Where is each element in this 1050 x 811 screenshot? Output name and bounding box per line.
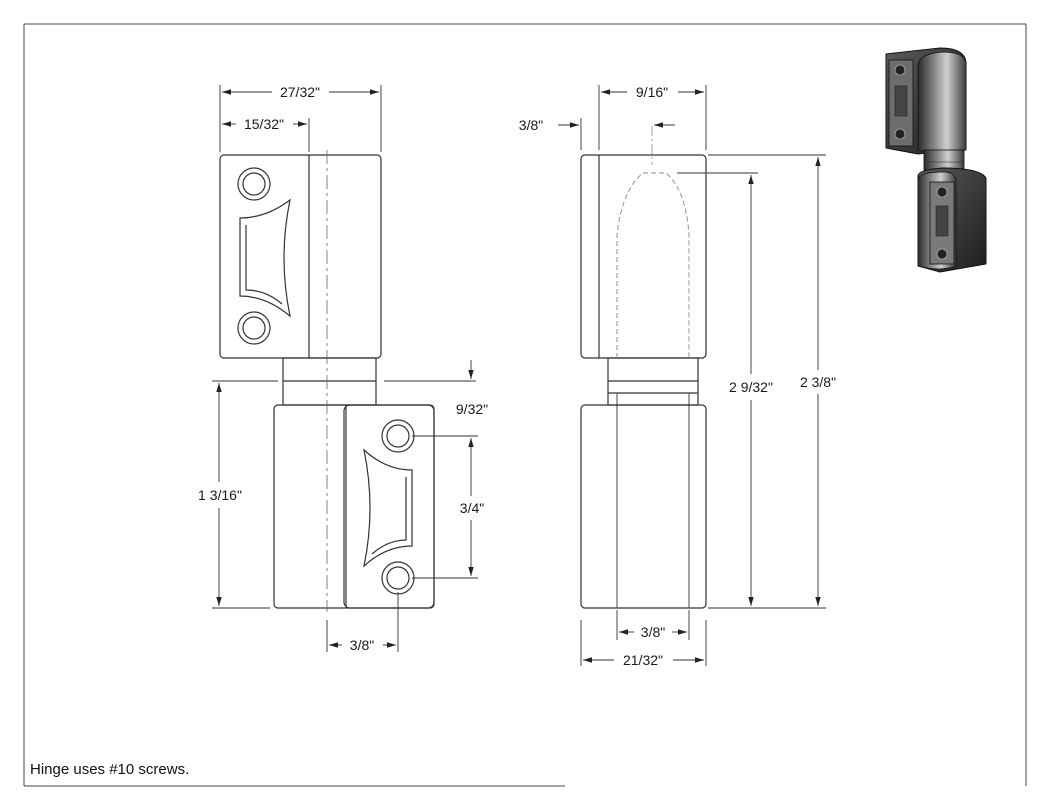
screw-hole: [237, 311, 271, 345]
side-upper-body: [580, 154, 707, 359]
dim-front-total-width: 27/32": [280, 84, 320, 100]
leaf-recess: [363, 448, 413, 568]
dim-side-bottom-inner: 3/8": [641, 624, 665, 640]
hinge-isometric-render: [885, 47, 987, 273]
dim-side-total-height: 2 3/8": [800, 374, 836, 390]
screw-hole: [237, 167, 271, 201]
front-view: [219, 150, 435, 612]
dim-side-offset-top: 3/8": [519, 117, 543, 133]
side-view: [580, 126, 707, 609]
upper-knuckle-body: [219, 154, 382, 359]
note-screw-spec: Hinge uses #10 screws.: [30, 761, 190, 778]
dim-side-pin-length: 2 9/32": [729, 379, 773, 395]
dim-front-leaf-width: 15/32": [244, 116, 284, 132]
dim-knuckle-gap: 9/32": [456, 401, 488, 417]
hidden-pin-profile: [616, 172, 690, 358]
side-dimensions: [558, 85, 826, 666]
drawing-border: [23, 23, 1027, 787]
dim-hole-offset: 3/8": [350, 637, 374, 653]
lower-knuckle-body: [273, 404, 435, 609]
front-dimension-labels: 27/32" 15/32" 1 3/16" 9/32" 3/4" 3/8": [198, 84, 488, 653]
side-lower-body: [580, 404, 707, 609]
leaf-recess: [239, 198, 291, 318]
dim-hole-spacing: 3/4": [460, 500, 484, 516]
dim-lower-leaf-height: 1 3/16": [198, 487, 242, 503]
front-dimensions: [212, 85, 478, 652]
dim-side-width: 9/16": [636, 84, 668, 100]
side-dimension-labels: 9/16" 3/8" 2 9/32" 2 3/8" 3/8" 21/32": [519, 84, 836, 668]
dim-side-bottom-width: 21/32": [623, 652, 663, 668]
